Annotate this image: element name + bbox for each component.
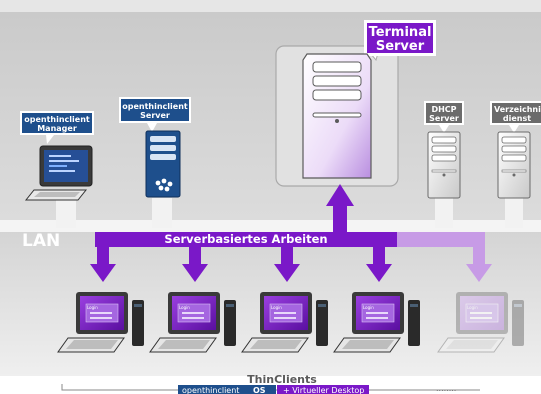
oc-server-label-line2: Server [140, 111, 170, 120]
lan-band [0, 220, 541, 232]
thin-client-1-screen-text: Login [87, 305, 98, 310]
manager-callout-tail [46, 135, 54, 144]
manager-label [22, 113, 92, 133]
thin-client-5-screen-text: Login [467, 305, 478, 310]
arrow-down-client-4 [366, 264, 392, 282]
directory-label [492, 103, 541, 123]
top-band [0, 0, 541, 12]
dhcp-label-line1: DHCP [431, 105, 456, 114]
oc-server-callout-tail [147, 123, 157, 132]
thin-client-5-faded: Login [437, 292, 524, 353]
thin-client-3: Login [241, 292, 328, 353]
directory-server-tower [497, 131, 531, 199]
dhcp-callout-tail [439, 125, 449, 133]
arrow-down-client-5 [466, 264, 492, 282]
desktop-label-badge [277, 385, 369, 394]
os-label-suffix: OS [253, 386, 266, 394]
directory-uplink [505, 198, 523, 228]
dhcp-server-tower [427, 131, 461, 199]
terminal-server-tower [302, 53, 372, 179]
bus-main-segment [95, 232, 397, 247]
directory-callout-tail [509, 125, 519, 133]
uplink-shaft [333, 204, 347, 234]
arrow-down-client-2 [182, 264, 208, 282]
directory-label-line2: dienst [503, 114, 531, 123]
legend-ellipsis: ........ [436, 384, 456, 393]
oc-server-label [121, 99, 189, 121]
terminal-label-line1: Terminal [369, 25, 432, 40]
terminal-label-line2: Server [376, 39, 425, 54]
arrow-up-terminal [326, 184, 354, 206]
manager-label-line2: Manager [37, 124, 77, 133]
oc-server-tower [145, 130, 181, 198]
terminal-server-label [367, 23, 433, 53]
thin-client-4: Login [333, 292, 420, 353]
manager-label-line1: openthinclient [24, 115, 90, 124]
bus-label: Serverbasiertes Arbeiten [164, 232, 327, 246]
dhcp-label-line2: Server [429, 114, 459, 123]
manager-workstation [24, 145, 93, 201]
oc-server-label-line1: openthinclient [122, 102, 188, 111]
thin-client-2: Login [149, 292, 236, 353]
thin-client-1: Login [57, 292, 144, 353]
os-label-badge [178, 385, 276, 394]
thinclients-title: ThinClients [247, 373, 317, 386]
thin-client-3-screen-text: Login [271, 305, 282, 310]
dhcp-uplink [435, 198, 453, 228]
directory-label-line1: Verzeichnis- [494, 105, 541, 114]
thin-client-4-screen-text: Login [363, 305, 374, 310]
server-bus-arrows [90, 184, 492, 282]
manager-uplink [56, 198, 76, 228]
lan-label: LAN [22, 231, 60, 251]
thin-client-2-screen-text: Login [179, 305, 190, 310]
desktop-label: + Virtueller Desktop [283, 386, 364, 394]
arrow-down-client-3 [274, 264, 300, 282]
os-label-prefix: openthinclient [182, 386, 239, 394]
oc-server-uplink [152, 198, 172, 228]
arrow-down-client-1 [90, 264, 116, 282]
dhcp-label [426, 103, 462, 123]
